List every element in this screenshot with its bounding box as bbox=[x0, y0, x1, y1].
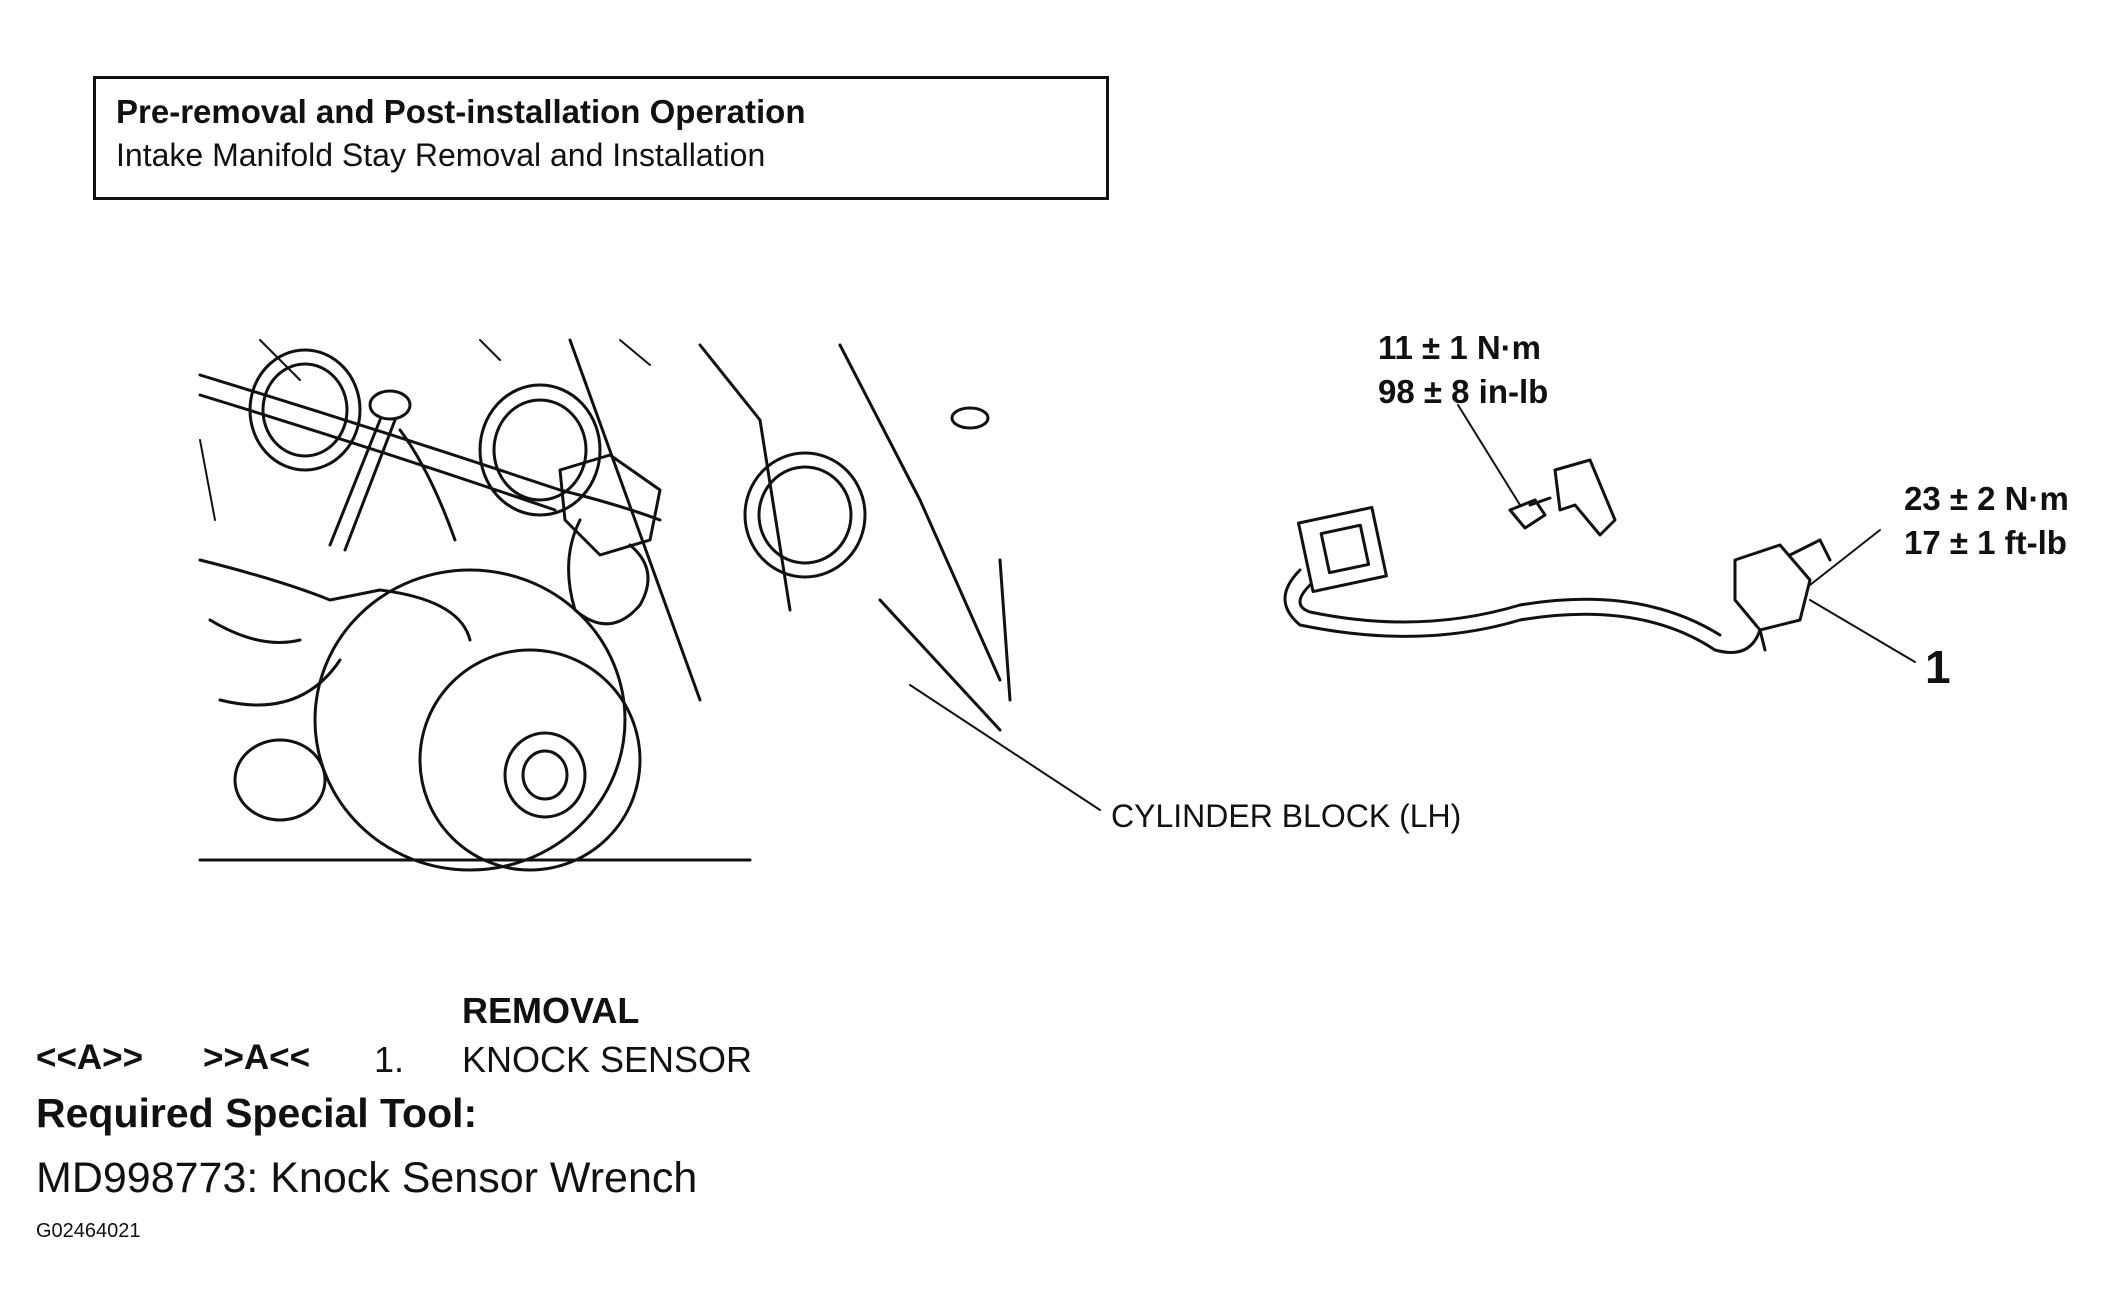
item-name: KNOCK SENSOR bbox=[462, 1039, 753, 1080]
install-code: >>A<< bbox=[203, 1038, 311, 1077]
bolt-torque-inlb: 98 ± 8 in-lb bbox=[1378, 373, 1549, 410]
sensor-torque-nm: 23 ± 2 N·m bbox=[1904, 480, 2069, 517]
sensor-torque-label: 23 ± 2 N·m 17 ± 1 ft-lb bbox=[1904, 477, 2069, 565]
removal-heading: REMOVAL bbox=[462, 990, 640, 1031]
header-subtitle: Intake Manifold Stay Removal and Install… bbox=[116, 137, 766, 173]
bolt-torque-nm: 11 ± 1 N·m bbox=[1378, 329, 1542, 366]
figure-id: G02464021 bbox=[36, 1220, 141, 1242]
item-number: 1. bbox=[374, 1039, 405, 1080]
header-title: Pre-removal and Post-installation Operat… bbox=[116, 93, 806, 130]
header-box: Pre-removal and Post-installation Operat… bbox=[93, 76, 1109, 200]
callout-number-1: 1 bbox=[1925, 641, 1951, 693]
special-tool-name: MD998773: Knock Sensor Wrench bbox=[36, 1154, 698, 1202]
special-tool-heading: Required Special Tool: bbox=[36, 1090, 478, 1136]
engine-block-drawing bbox=[198, 338, 1101, 872]
knock-sensor-drawing bbox=[1283, 404, 1916, 663]
bolt-torque-label: 11 ± 1 N·m 98 ± 8 in-lb bbox=[1378, 326, 1548, 414]
removal-code: <<A>> bbox=[36, 1038, 144, 1077]
sensor-torque-ftlb: 17 ± 1 ft-lb bbox=[1904, 524, 2067, 561]
cylinder-block-label: CYLINDER BLOCK (LH) bbox=[1111, 798, 1462, 834]
